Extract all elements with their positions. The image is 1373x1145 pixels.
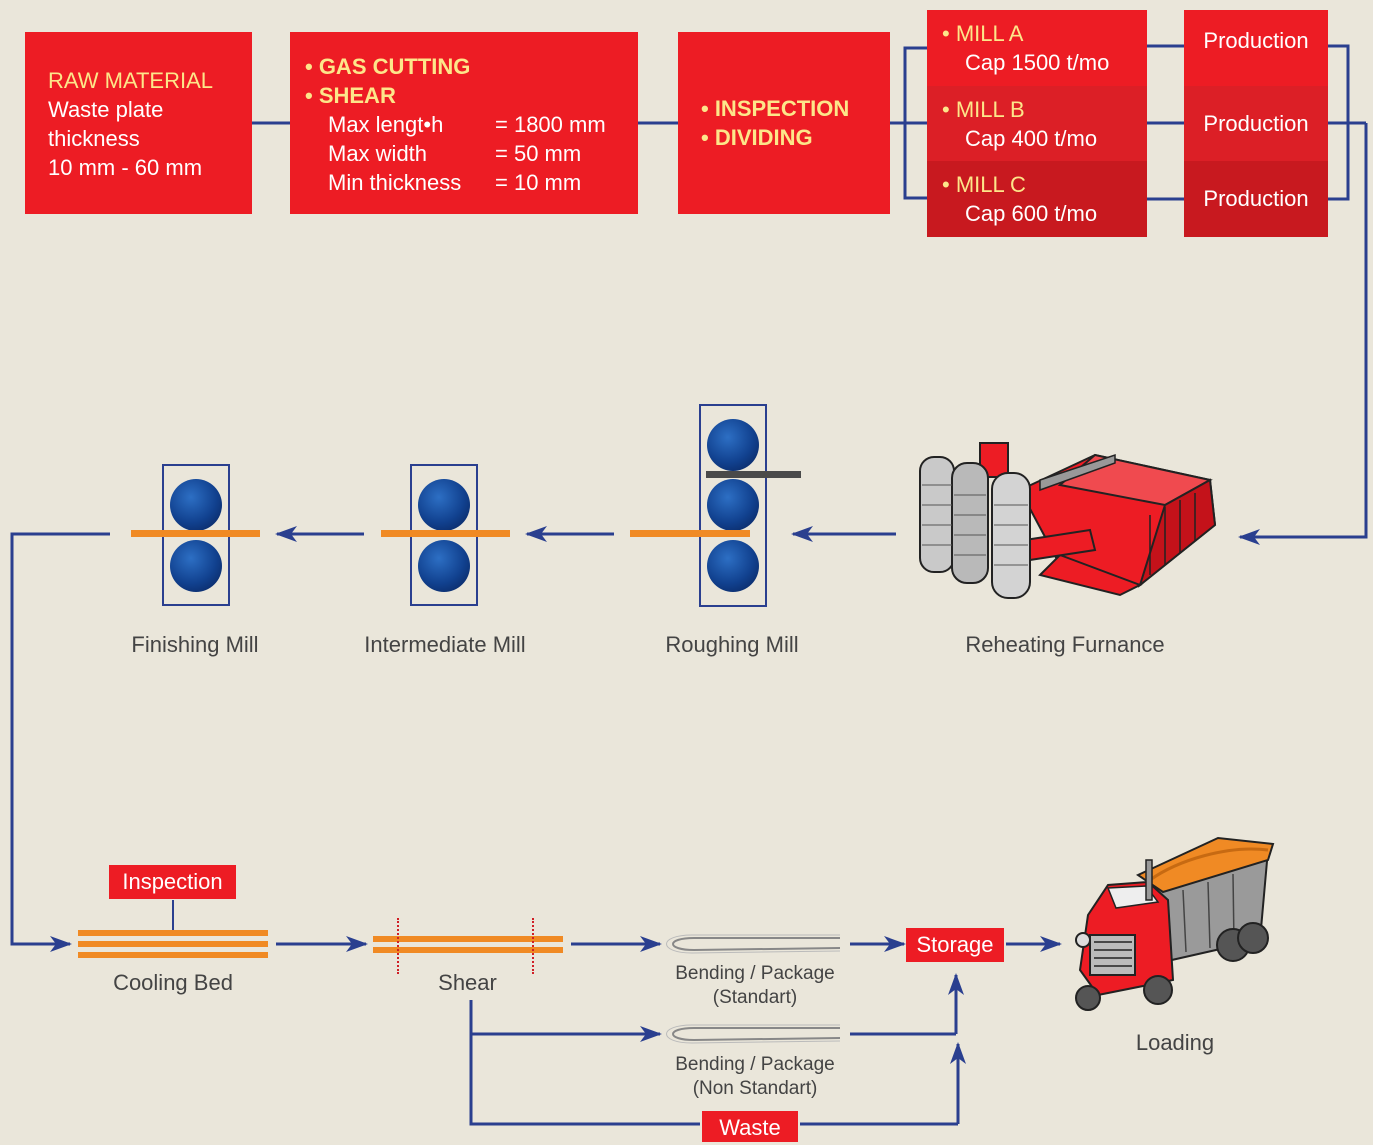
inspection-label: • INSPECTION [701, 96, 850, 121]
roughing-mill-stand [699, 404, 767, 607]
bending-package-icon [666, 1024, 841, 1044]
mill-name: • MILL A [942, 21, 1024, 46]
inspection-tag: Inspection [109, 865, 236, 899]
roll-icon [418, 479, 470, 531]
finishing-mill-label: Finishing Mill [131, 632, 259, 657]
roll-icon [170, 479, 222, 531]
spec-name: Max lengt•h [328, 112, 444, 137]
mill-c-box: • MILL C Cap 600 t/mo [927, 161, 1147, 237]
raw-material-title: RAW MATERIAL [48, 68, 214, 93]
shear-stage-label: Shear [438, 970, 497, 995]
production-label: Production [1203, 28, 1309, 53]
roll-icon [707, 540, 759, 592]
cutting-box: • GAS CUTTING • SHEAR Max lengt•h = 1800… [290, 32, 638, 214]
roll-icon [707, 419, 759, 471]
gas-cutting-label: • GAS CUTTING [305, 54, 471, 79]
plate-bar [381, 530, 510, 537]
dividing-label: • DIVIDING [701, 125, 813, 150]
roll-icon [707, 479, 759, 531]
loading-label: Loading [1135, 1030, 1215, 1055]
intermediate-mill-label: Intermediate Mill [364, 632, 526, 657]
bending-package-icon [666, 934, 841, 954]
plate-bar [706, 471, 801, 478]
plate-bar [630, 530, 750, 537]
reheating-furnace-label: Reheating Furnance [965, 632, 1165, 657]
mill-capacity: Cap 600 t/mo [965, 201, 1098, 226]
cut-line [397, 918, 399, 974]
production-label: Production [1203, 186, 1309, 211]
production-a-box: Production [1184, 10, 1328, 86]
mill-name: • MILL B [942, 97, 1025, 122]
roll-icon [418, 540, 470, 592]
bending-non-standard-label: Bending / Package (Non Standart) [650, 1053, 860, 1101]
spec-value: = 10 mm [495, 170, 582, 195]
bending-non-standard-line: Bending / Package [675, 1054, 835, 1075]
bending-standard-label: Bending / Package (Standart) [650, 962, 860, 1010]
raw-material-line: thickness [48, 126, 140, 151]
reheating-furnace-icon [919, 442, 1217, 599]
roll-icon [170, 540, 222, 592]
production-c-box: Production [1184, 161, 1328, 237]
roughing-mill-label: Roughing Mill [665, 632, 799, 657]
raw-material-line: 10 mm - 60 mm [48, 155, 203, 180]
production-b-box: Production [1184, 86, 1328, 161]
loading-truck-icon [1075, 836, 1275, 1011]
plate-bar [131, 530, 260, 537]
mill-name: • MILL C [942, 172, 1026, 197]
cut-line [532, 918, 534, 974]
storage-tag: Storage [906, 928, 1004, 962]
production-label: Production [1203, 111, 1309, 136]
shear-bar [373, 947, 563, 953]
mill-b-box: • MILL B Cap 400 t/mo [927, 86, 1147, 161]
raw-material-line: Waste plate [48, 97, 164, 122]
shear-label: • SHEAR [305, 83, 396, 108]
spec-value: = 1800 mm [495, 112, 606, 137]
raw-material-box: RAW MATERIAL Waste plate thickness 10 mm… [25, 32, 252, 214]
spec-name: Max width [328, 141, 428, 166]
cooling-bed-bar [78, 941, 268, 947]
mill-a-box: • MILL A Cap 1500 t/mo [927, 10, 1147, 86]
cooling-bed-bar [78, 952, 268, 958]
bending-standard-line: Bending / Package [675, 963, 835, 984]
inspection-dividing-box: • INSPECTION • DIVIDING [678, 32, 890, 214]
waste-tag: Waste [702, 1111, 798, 1142]
shear-bar [373, 936, 563, 942]
mill-capacity: Cap 1500 t/mo [965, 50, 1110, 75]
mill-capacity: Cap 400 t/mo [965, 126, 1098, 151]
cooling-bed-bar [78, 930, 268, 936]
spec-value: = 50 mm [495, 141, 582, 166]
bending-standard-line: (Standart) [712, 987, 798, 1008]
spec-name: Min thickness [328, 170, 462, 195]
cooling-bed-label: Cooling Bed [113, 970, 233, 995]
bending-non-standard-line: (Non Standart) [692, 1078, 818, 1099]
